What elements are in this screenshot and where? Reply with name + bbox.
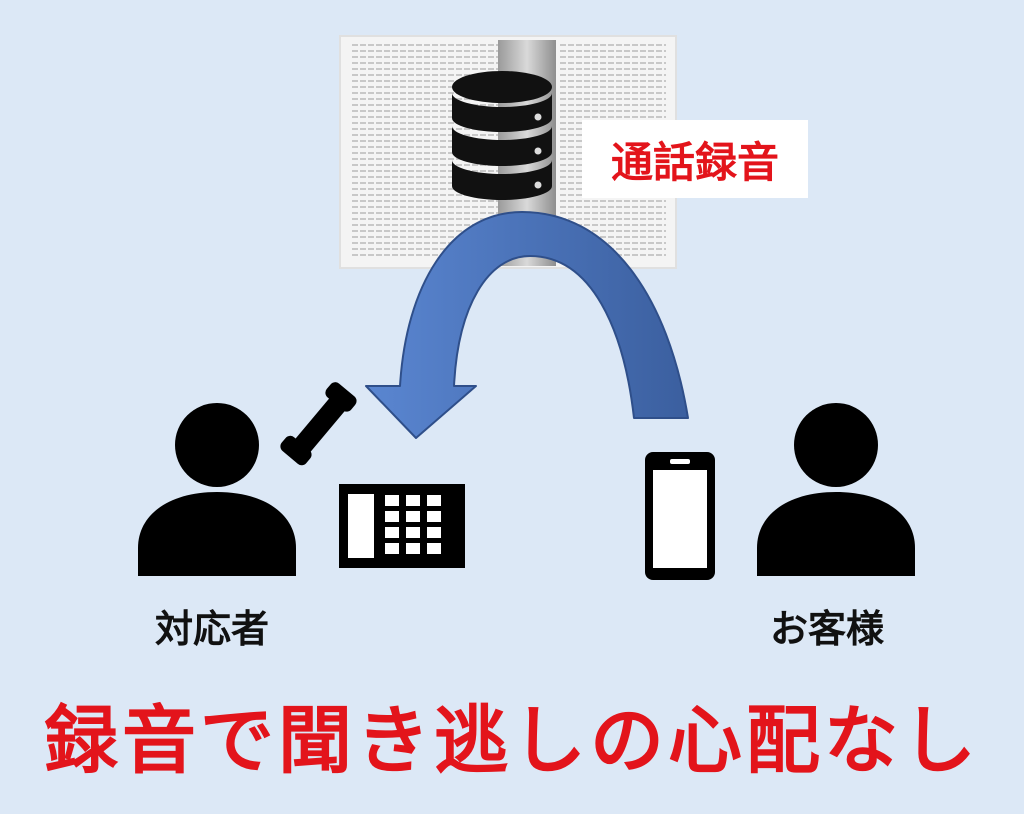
customer-person-icon: [757, 403, 915, 576]
smartphone-icon: [645, 452, 715, 580]
phone-handset-icon: [280, 382, 357, 466]
call-recording-label: 通話録音: [582, 120, 808, 198]
agent-person-icon: [138, 403, 296, 576]
curved-arrow-icon: [365, 211, 689, 439]
customer-label: お客様: [770, 607, 885, 651]
agent-label: 対応者: [155, 607, 270, 651]
database-icon: [452, 71, 552, 200]
desk-phone-icon: [339, 484, 465, 568]
headline-text: 録音で聞き逃しの心配なし: [44, 698, 980, 784]
